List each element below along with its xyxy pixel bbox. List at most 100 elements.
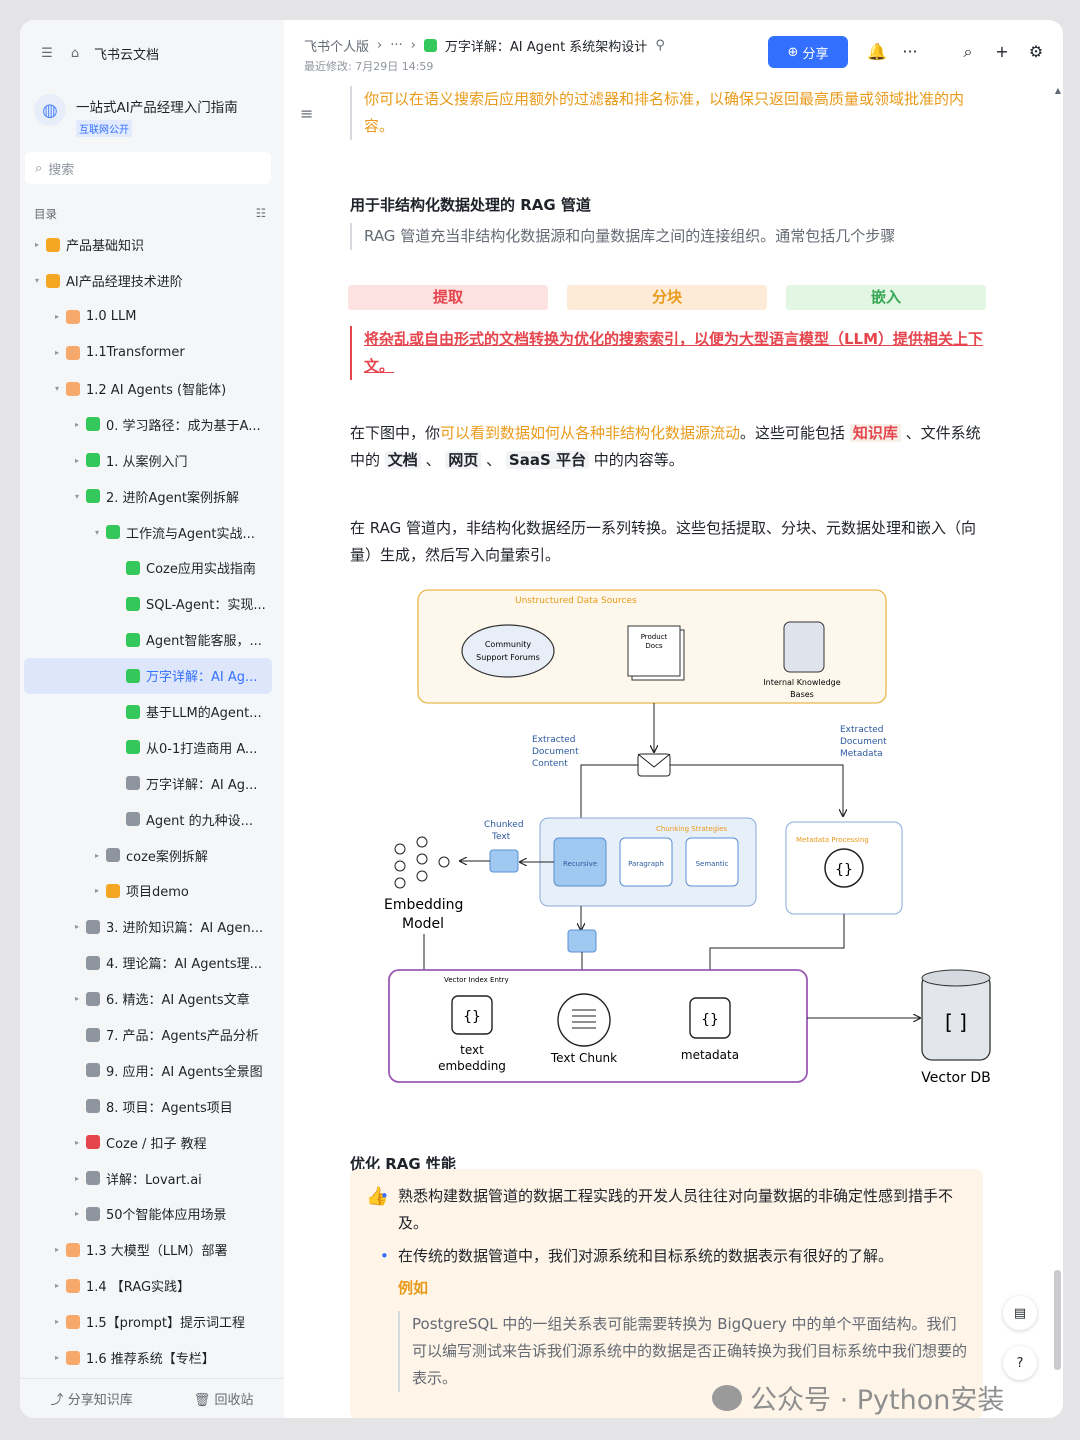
collapse-sidebar-icon[interactable]: ☰ (41, 45, 53, 61)
chevron-right-icon[interactable]: ▸ (74, 1209, 79, 1219)
sidebar-tree-item[interactable]: ▸coze案例拆解 (24, 837, 272, 873)
sidebar-tree-item[interactable]: Coze应用实战指南 (24, 550, 272, 586)
doc-icon (86, 1027, 100, 1042)
sidebar-tree-item[interactable]: ▸6. 精选：AI Agents文章 (24, 981, 272, 1017)
bell-icon[interactable]: 🔔 (867, 42, 887, 61)
sidebar-tree-item[interactable]: Agent 的九种设... (24, 801, 272, 837)
chevron-down-icon[interactable]: ▾ (54, 384, 59, 393)
outline-icon[interactable]: ≡ (300, 104, 314, 123)
sidebar-tree-item[interactable]: Agent智能客服，... (24, 622, 272, 658)
chevron-right-icon: › (410, 38, 416, 53)
main-area: 飞书个人版 › ··· › 万字详解：AI Agent 系统架构设计 ⚲ 最近修… (284, 20, 1063, 1418)
sidebar-tree-item[interactable]: ▾1.2 AI Agents (智能体) (24, 371, 272, 407)
chevron-right-icon[interactable]: ▸ (74, 1137, 79, 1147)
chevron-right-icon[interactable]: ▸ (54, 312, 59, 322)
chevron-right-icon[interactable]: ▸ (94, 886, 99, 896)
doc-icon (86, 955, 100, 970)
sidebar-tree-item[interactable]: 4. 理论篇：AI Agents理... (24, 945, 272, 981)
chevron-right-icon[interactable]: ▸ (54, 1281, 59, 1291)
home-icon[interactable]: ⌂ (70, 45, 80, 61)
example-text: PostgreSQL 中的一组关系表可能需要转换为 BigQuery 中的单个平… (398, 1311, 968, 1392)
sidebar-tree-item[interactable]: 9. 应用：AI Agents全景图 (24, 1052, 272, 1088)
sidebar-tree-item[interactable]: 7. 产品：Agents产品分析 (24, 1017, 272, 1053)
chevron-right-icon[interactable]: ▸ (94, 850, 99, 860)
workspace-name: 一站式AI产品经理入门指南 (76, 100, 238, 116)
watermark: 公众号 · Python安装 (712, 1378, 1004, 1417)
share-button[interactable]: ⊕分享 (768, 36, 848, 68)
sidebar-tree-item[interactable]: ▸详解：Lovart.ai (24, 1160, 272, 1196)
example-label: 例如 (398, 1279, 429, 1297)
sidebar-tree-item[interactable]: ▸0. 学习路径：成为基于A... (24, 406, 272, 442)
sidebar-tree-item[interactable]: SQL-Agent：实现... (24, 586, 272, 622)
doc-icon (66, 381, 80, 396)
toc-header: 目录 ☷ (34, 206, 266, 222)
sidebar-tree-item[interactable]: 从0-1打造商用 A... (24, 729, 272, 765)
trash-button[interactable]: 🗑 回收站 (193, 1393, 254, 1408)
neural-network-icon (394, 836, 450, 889)
comment-icon: ▤ (1013, 1305, 1027, 1321)
share-icon: ⤴ (50, 1393, 68, 1408)
sidebar-tree-item[interactable]: ▸ 1.1Transformer (24, 335, 272, 371)
sidebar-tree-item[interactable]: ▸项目demo (24, 873, 272, 909)
help-button[interactable]: ? (1003, 1346, 1037, 1380)
breadcrumb-root[interactable]: 飞书个人版 (304, 40, 370, 55)
chevron-right-icon[interactable]: ▸ (74, 994, 79, 1004)
chevron-right-icon[interactable]: ▸ (74, 419, 79, 429)
doc-icon (126, 776, 140, 791)
sidebar-tree-item[interactable]: 万字详解：AI Ag... (24, 657, 272, 694)
sidebar-tree-item[interactable]: ▸1.4 【RAG实践】 (24, 1268, 272, 1304)
sidebar-tree-label: 7. 产品：Agents产品分析 (106, 1029, 259, 1045)
sidebar-tree-item[interactable]: ▸3. 进阶知识篇：AI Agen... (24, 909, 272, 945)
sidebar-tree-label: 1.1Transformer (86, 345, 185, 361)
docs-label-2: Docs (645, 642, 663, 650)
sidebar-tree-item[interactable]: ▾2. 进阶Agent案例拆解 (24, 478, 272, 514)
sidebar-tree-item[interactable]: ▸1.5【prompt】提示词工程 (24, 1304, 272, 1340)
sidebar-tree-item[interactable]: ▸ 产品基础知识 (24, 227, 272, 263)
gear-icon[interactable]: ⚙ (1028, 42, 1044, 61)
sidebar-tree-item[interactable]: ▾AI产品经理技术进阶 (24, 263, 272, 299)
chevron-right-icon[interactable]: ▸ (54, 1317, 59, 1327)
search-input[interactable]: ⌕ 搜索 (25, 152, 271, 184)
chevron-right-icon[interactable]: ▸ (54, 1353, 59, 1363)
chevron-right-icon[interactable]: ▸ (74, 455, 79, 465)
share-kb-button[interactable]: ⤴ 分享知识库 (50, 1393, 133, 1408)
sidebar-tree-item[interactable]: ▸1.3 大模型（LLM）部署 (24, 1232, 272, 1268)
sidebar-tree-item[interactable]: ▸1. 从案例入门 (24, 442, 272, 478)
chevron-right-icon[interactable]: ▸ (74, 922, 79, 932)
chevron-right-icon[interactable]: ▸ (34, 240, 39, 250)
sidebar-tree-label: 产品基础知识 (66, 239, 145, 255)
sidebar-tree-item[interactable]: 万字详解：AI Ag... (24, 765, 272, 801)
sidebar-tree-item[interactable]: ▸50个智能体应用场景 (24, 1196, 272, 1232)
doc-icon (86, 1171, 100, 1186)
doc-icon (126, 596, 140, 611)
plus-icon[interactable]: + (995, 42, 1009, 61)
workspace-badge: 互联网公开 (76, 120, 132, 137)
chevron-right-icon[interactable]: ▸ (54, 348, 59, 358)
more-icon[interactable]: ··· (902, 42, 918, 61)
breadcrumb-more[interactable]: ··· (390, 38, 403, 53)
chevron-down-icon[interactable]: ▾ (34, 276, 39, 286)
chevron-right-icon[interactable]: ▸ (54, 1245, 59, 1255)
sidebar-tree-item[interactable]: ▸1.0 LLM (24, 299, 272, 335)
metadata-brace-icon (689, 997, 731, 1039)
sidebar-tree-label: Coze应用实战指南 (146, 562, 256, 578)
workspace-card[interactable]: ◍ 一站式AI产品经理入门指南 互联网公开 (34, 94, 238, 137)
tag-embed: 嵌入 (786, 285, 986, 310)
sidebar-tree-item[interactable]: ▾工作流与Agent实战... (24, 514, 272, 550)
comment-button[interactable]: ▤ (1003, 1296, 1037, 1330)
scroll-up-icon[interactable]: ▲ (1054, 86, 1061, 95)
sidebar-tree-item[interactable]: 基于LLM的Agent... (24, 694, 272, 730)
toc-list-icon[interactable]: ☷ (255, 206, 266, 220)
chevron-down-icon[interactable]: ▾ (94, 527, 99, 537)
sidebar-tree-item[interactable]: ▸Coze / 扣子 教程 (24, 1124, 272, 1160)
chevron-right-icon[interactable]: ▸ (74, 1173, 79, 1183)
sidebar-tree-item[interactable]: ▸1.6 推荐系统【专栏】 (24, 1340, 272, 1376)
sidebar-tree-item[interactable]: 8. 项目：Agents项目 (24, 1088, 272, 1124)
doc-icon (86, 1206, 100, 1221)
chevron-right-icon: › (377, 38, 383, 53)
chevron-down-icon[interactable]: ▾ (74, 491, 79, 501)
scrollbar-thumb[interactable] (1054, 1270, 1061, 1370)
pin-icon[interactable]: ⚲ (655, 38, 665, 53)
search-icon[interactable]: ⌕ (963, 42, 973, 61)
doc-icon (66, 1350, 80, 1365)
